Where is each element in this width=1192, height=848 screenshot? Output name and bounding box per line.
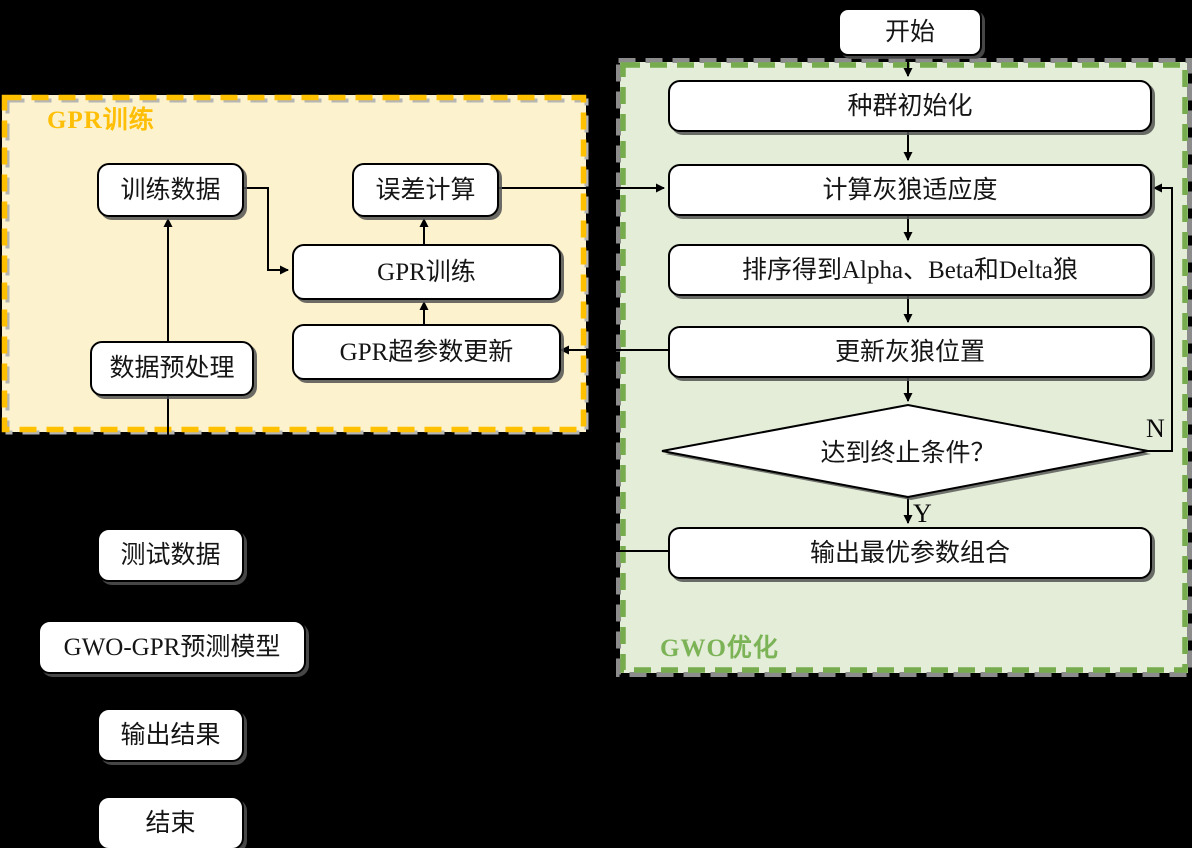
node-error-calc: 误差计算	[352, 163, 499, 217]
node-update: 更新灰狼位置	[668, 326, 1152, 378]
node-gpr-hyper: GPR超参数更新	[292, 324, 561, 380]
edge-label-no: N	[1146, 414, 1165, 443]
node-test-data: 测试数据	[97, 528, 244, 582]
edge-outputparams-model	[308, 550, 668, 648]
edge-decision-fitness-loop	[1148, 183, 1173, 452]
gwo-panel-border-shadow	[616, 58, 1192, 677]
node-end: 结束	[97, 796, 244, 848]
gpr-panel-label: GPR训练	[47, 107, 155, 134]
gwo-panel-label: GWO优化	[660, 635, 779, 662]
gwo-panel-border	[620, 62, 1188, 673]
node-start: 开始	[838, 8, 982, 56]
decision-diamond	[661, 403, 1149, 499]
gpr-panel-border-shadow	[5, 98, 589, 435]
node-fitness: 计算灰狼适应度	[668, 164, 1152, 216]
node-gpr-train: GPR训练	[292, 244, 561, 300]
node-model: GWO-GPR预测模型	[38, 620, 306, 674]
node-train-data: 训练数据	[97, 163, 244, 217]
node-preprocess: 数据预处理	[90, 341, 254, 396]
edge-label-yes: Y	[913, 499, 932, 528]
connector-layer	[163, 52, 1173, 793]
edge-traindata-gprtrain	[240, 187, 289, 275]
node-output-params: 输出最优参数组合	[668, 527, 1152, 579]
gpr-panel-border	[1, 94, 587, 433]
node-decision-label: 达到终止条件？	[820, 440, 996, 467]
node-init: 种群初始化	[668, 80, 1152, 132]
node-sort: 排序得到Alpha、Beta和Delta狼	[668, 244, 1152, 296]
node-decision-shape	[661, 403, 1151, 500]
node-output-result: 输出结果	[97, 708, 244, 762]
